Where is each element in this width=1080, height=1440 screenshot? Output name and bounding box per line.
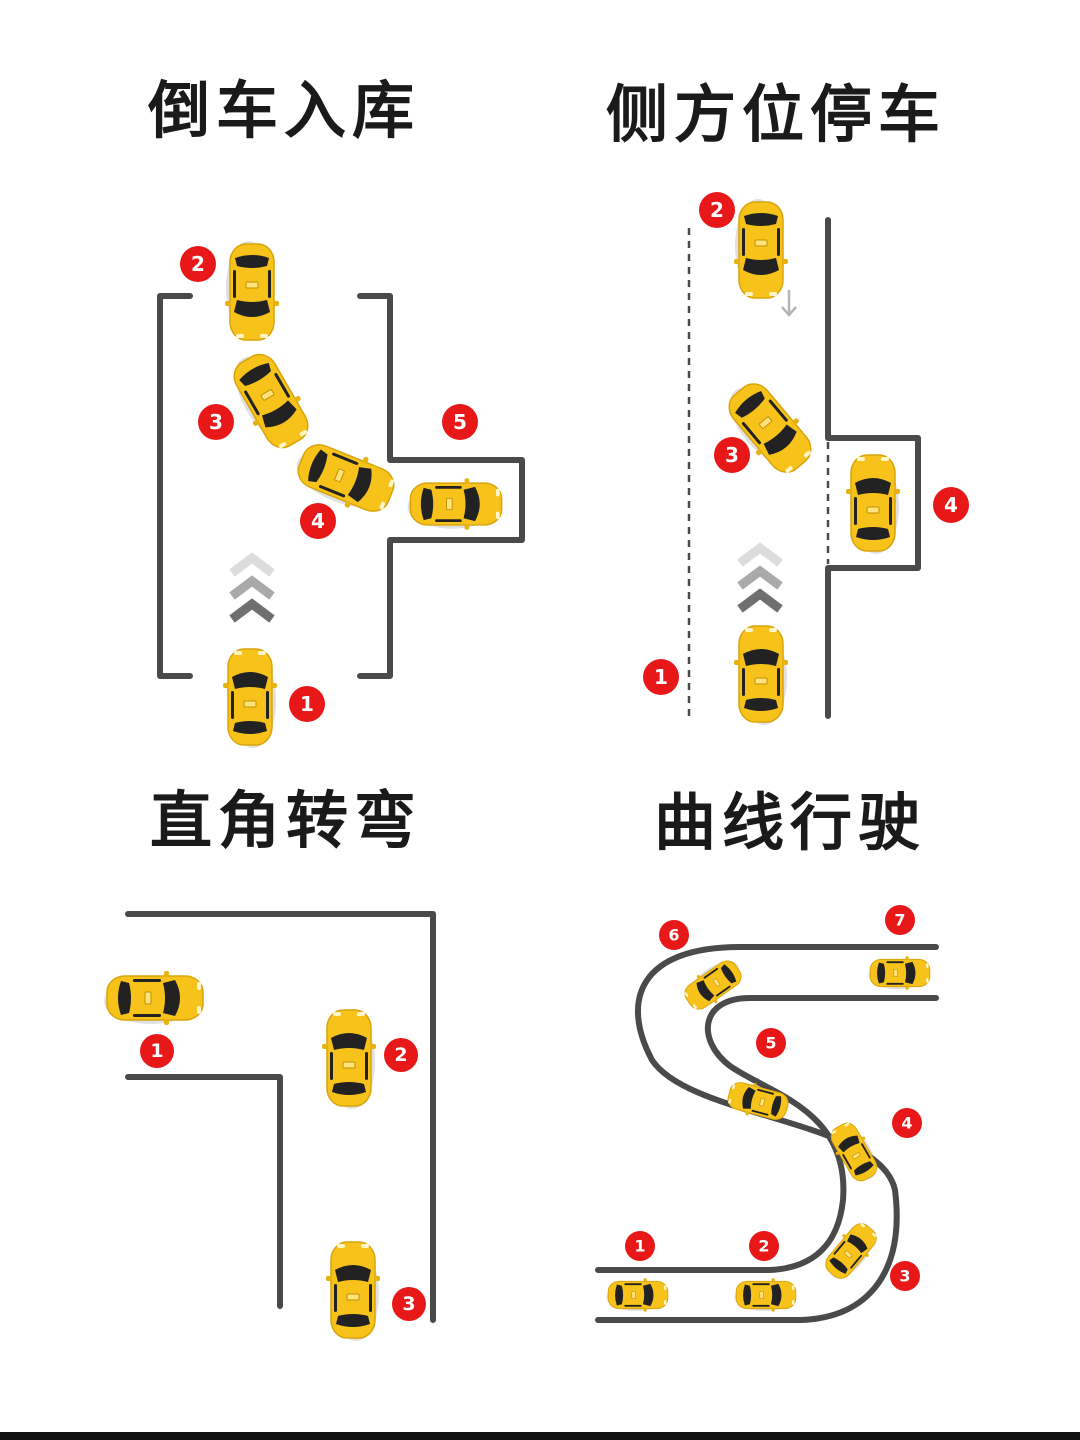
car-p4-pos3: [817, 1216, 884, 1287]
car-p1-pos3: [221, 342, 320, 457]
svg-text:3: 3: [725, 443, 739, 467]
car-p4-pos6: [678, 952, 749, 1017]
step-badge: 4: [892, 1108, 922, 1138]
step-badge: 2: [384, 1038, 418, 1072]
car-p3-pos3: [325, 1241, 381, 1342]
car-p1-pos5: [406, 477, 503, 531]
chevron-up-icon: [229, 552, 275, 623]
road-outer-boundary: [125, 911, 436, 1323]
svg-text:2: 2: [394, 1044, 407, 1066]
svg-text:1: 1: [300, 692, 314, 716]
svg-text:3: 3: [209, 410, 223, 434]
bottom-divider: [0, 1432, 1080, 1440]
step-badge: 1: [289, 686, 325, 722]
arrow-down-icon: [781, 290, 797, 317]
road-inner-boundary: [125, 1074, 283, 1309]
step-badge: 3: [890, 1261, 920, 1291]
step-badge: 5: [442, 404, 478, 440]
car-p4-pos7: [867, 955, 931, 991]
road-left-bracket: [157, 293, 193, 679]
svg-text:2: 2: [191, 252, 205, 276]
title-curve-driving: 曲线行驶: [654, 786, 927, 859]
car-p4-pos4: [824, 1117, 885, 1189]
panel-curve-driving: 1 2 3 4 5 6 7: [595, 905, 939, 1323]
car-p2-pos1: [733, 625, 789, 726]
svg-text:1: 1: [654, 665, 668, 689]
svg-text:4: 4: [944, 493, 958, 517]
road-right-boundary: [357, 293, 525, 679]
step-badge: 1: [643, 659, 679, 695]
svg-text:7: 7: [894, 911, 905, 930]
step-badge: 3: [714, 437, 750, 473]
svg-text:2: 2: [710, 198, 724, 222]
step-badge: 3: [392, 1287, 426, 1321]
svg-text:3: 3: [899, 1267, 910, 1286]
car-p2-pos2: [733, 198, 789, 299]
svg-text:6: 6: [668, 926, 679, 945]
car-p1-pos2: [224, 240, 280, 341]
title-parallel-parking: 侧方位停车: [606, 78, 947, 151]
step-badge: 4: [300, 503, 336, 539]
car-p3-pos1: [103, 970, 204, 1026]
car-p1-pos4: [287, 433, 402, 522]
step-badge: 6: [659, 920, 689, 950]
step-badge: 1: [625, 1231, 655, 1261]
svg-text:2: 2: [758, 1237, 769, 1256]
svg-text:1: 1: [150, 1040, 163, 1062]
road-right-boundary: [825, 217, 921, 719]
step-badge: 4: [933, 487, 969, 523]
svg-text:4: 4: [901, 1114, 912, 1133]
svg-text:1: 1: [634, 1237, 645, 1256]
chevron-up-icon: [737, 542, 783, 613]
svg-text:5: 5: [453, 410, 467, 434]
title-reverse-parking: 倒车入库: [148, 74, 421, 147]
car-p2-pos4: [845, 454, 901, 555]
step-badge: 3: [198, 404, 234, 440]
step-badge: 5: [756, 1028, 786, 1058]
step-badge: 7: [885, 905, 915, 935]
panel-reverse-parking: 1 2 3 4 5: [157, 240, 525, 749]
svg-text:4: 4: [311, 509, 325, 533]
road-s-curve-inner-top: [595, 995, 939, 1273]
car-p4-pos2: [733, 1277, 797, 1313]
step-badge: 2: [749, 1231, 779, 1261]
panel-parallel-parking: 1 2 3 4: [643, 192, 969, 726]
title-right-angle-turn: 直角转弯: [150, 784, 423, 857]
svg-text:5: 5: [765, 1034, 776, 1053]
panel-right-angle-turn: 1 2 3: [103, 911, 436, 1342]
car-p1-pos1: [222, 648, 278, 749]
road-s-curve-outer-top: [595, 944, 939, 1323]
car-p4-pos1: [605, 1277, 669, 1313]
step-badge: 2: [699, 192, 735, 228]
step-badge: 2: [180, 246, 216, 282]
step-badge: 1: [140, 1034, 174, 1068]
svg-text:3: 3: [402, 1293, 415, 1315]
car-p3-pos2: [321, 1009, 377, 1110]
